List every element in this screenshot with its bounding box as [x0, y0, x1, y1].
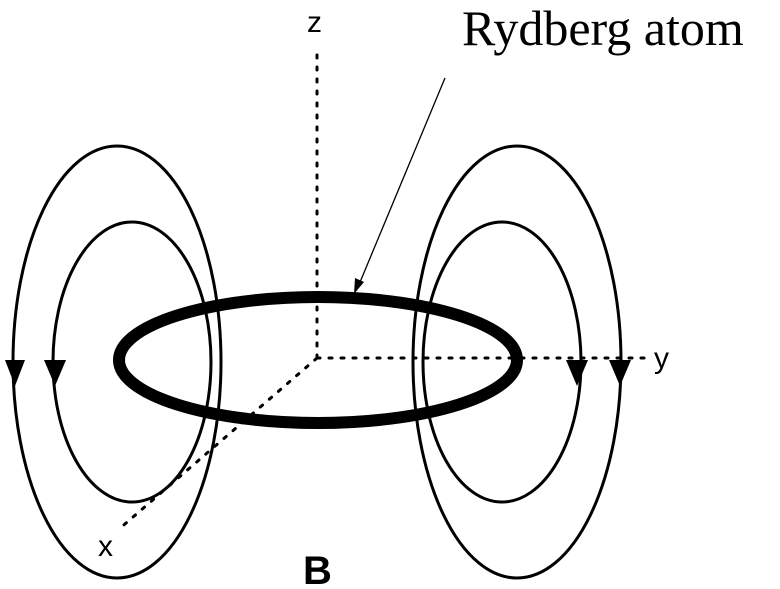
arrowhead-right-outer	[609, 360, 631, 386]
rydberg-atom-label: Rydberg atom	[462, 0, 744, 56]
y-axis-label: y	[654, 342, 669, 375]
field-line-left-inner	[51, 220, 213, 504]
x-axis	[116, 356, 319, 532]
rydberg-atom-ring	[113, 291, 523, 429]
field-line-right-inner	[421, 220, 583, 504]
x-axis-label: x	[98, 530, 113, 563]
atom-pointer-line	[357, 77, 446, 288]
z-axis-label: z	[307, 6, 322, 39]
arrowhead-left-outer	[5, 360, 25, 386]
atom-pointer-arrowhead	[354, 278, 364, 294]
arrowhead-right-inner	[566, 360, 588, 386]
magnetic-field-label: B	[303, 549, 332, 589]
arrowhead-left-inner	[44, 360, 66, 386]
